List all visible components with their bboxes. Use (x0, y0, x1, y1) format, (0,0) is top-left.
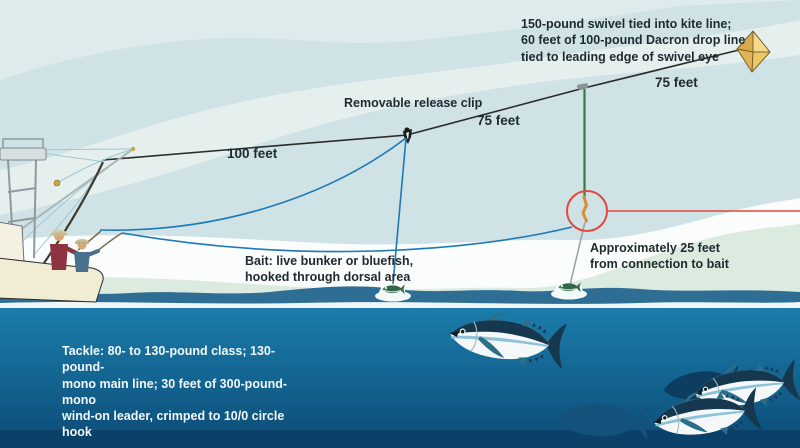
boat-illustration (0, 138, 136, 303)
release-clip-label: Removable release clip (344, 96, 483, 110)
bait-note-label: Bait: live bunker or bluefish, hooked th… (245, 254, 414, 285)
tower-rail (2, 138, 44, 148)
fishing-lines (99, 137, 573, 285)
tower-frame (7, 159, 37, 259)
angler-blue (74, 232, 123, 272)
bait-splash-1 (375, 283, 411, 302)
outrigger-pole (5, 148, 134, 241)
fishing-line-to-clip (99, 137, 407, 231)
rigging-knot (53, 179, 61, 187)
cabin (0, 221, 25, 263)
kite-rod (41, 161, 104, 267)
outrigger-tip (130, 146, 136, 152)
tower-platform (0, 147, 47, 161)
distance-label-100ft: 100 feet (227, 146, 278, 161)
connection-swivel-icon (581, 195, 589, 223)
fishing-line-to-connection (121, 226, 573, 253)
bait-splash-2 (551, 281, 587, 300)
kite-line (102, 49, 740, 161)
fishing-line-clip-to-bait (392, 137, 407, 285)
connection-note-label: Approximately 25 feet from connection to… (590, 241, 729, 272)
distance-label-75ft-kite: 75 feet (655, 75, 698, 90)
tackle-note-label: Tackle: 80- to 130-pound class; 130-poun… (62, 344, 288, 440)
release-clip-icon (403, 127, 412, 144)
swivel-icon (577, 83, 589, 90)
kite-icon (736, 30, 771, 73)
leader-line (569, 221, 586, 286)
angler-red (50, 229, 102, 270)
swivel-note-label: 150-pound swivel tied into kite line; 60… (521, 17, 746, 64)
distance-label-75ft-mid: 75 feet (477, 113, 520, 128)
